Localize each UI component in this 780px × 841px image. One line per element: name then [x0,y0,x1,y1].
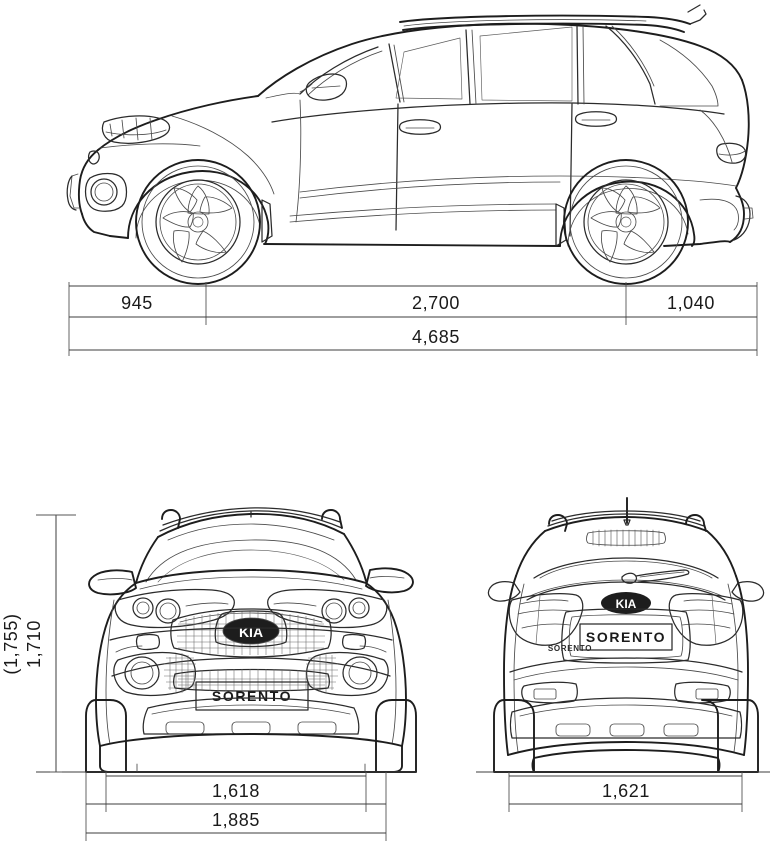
dim-rear-track: 1,621 [602,781,650,801]
kia-badge-front-text: KIA [239,624,263,640]
rear-wheel-spokes [590,185,661,263]
dim-wheelbase: 2,700 [412,293,460,313]
front-plate-text: SORENTO [212,688,292,704]
front-license-plate [195,681,309,711]
side-view [66,4,754,285]
side-view-dimensions: 945 2,700 1,040 4,685 [68,282,758,356]
front-view-dimensions: (1,755) 1,710 1,618 1,885 [1,514,416,841]
rear-plate-text: SORENTO [586,629,666,645]
rear-license-plate [579,623,673,651]
dim-rear-overhang: 1,040 [667,293,715,313]
rear-view-dimensions: 1,621 [476,771,770,812]
dim-overall-height: 1,710 [24,620,44,668]
kia-badge-rear-text: KIA [616,597,637,611]
dim-front-overhang: 945 [121,293,153,313]
dim-overall-width: 1,885 [212,810,260,830]
front-wheel-spokes [162,185,233,263]
dim-overall-height-roofrails: (1,755) [1,613,21,674]
dim-front-track: 1,618 [212,781,260,801]
dim-overall-length: 4,685 [412,327,460,347]
kia-badge-front [223,618,279,644]
rear-view: KIA SORENTO SORENTO [487,497,765,773]
